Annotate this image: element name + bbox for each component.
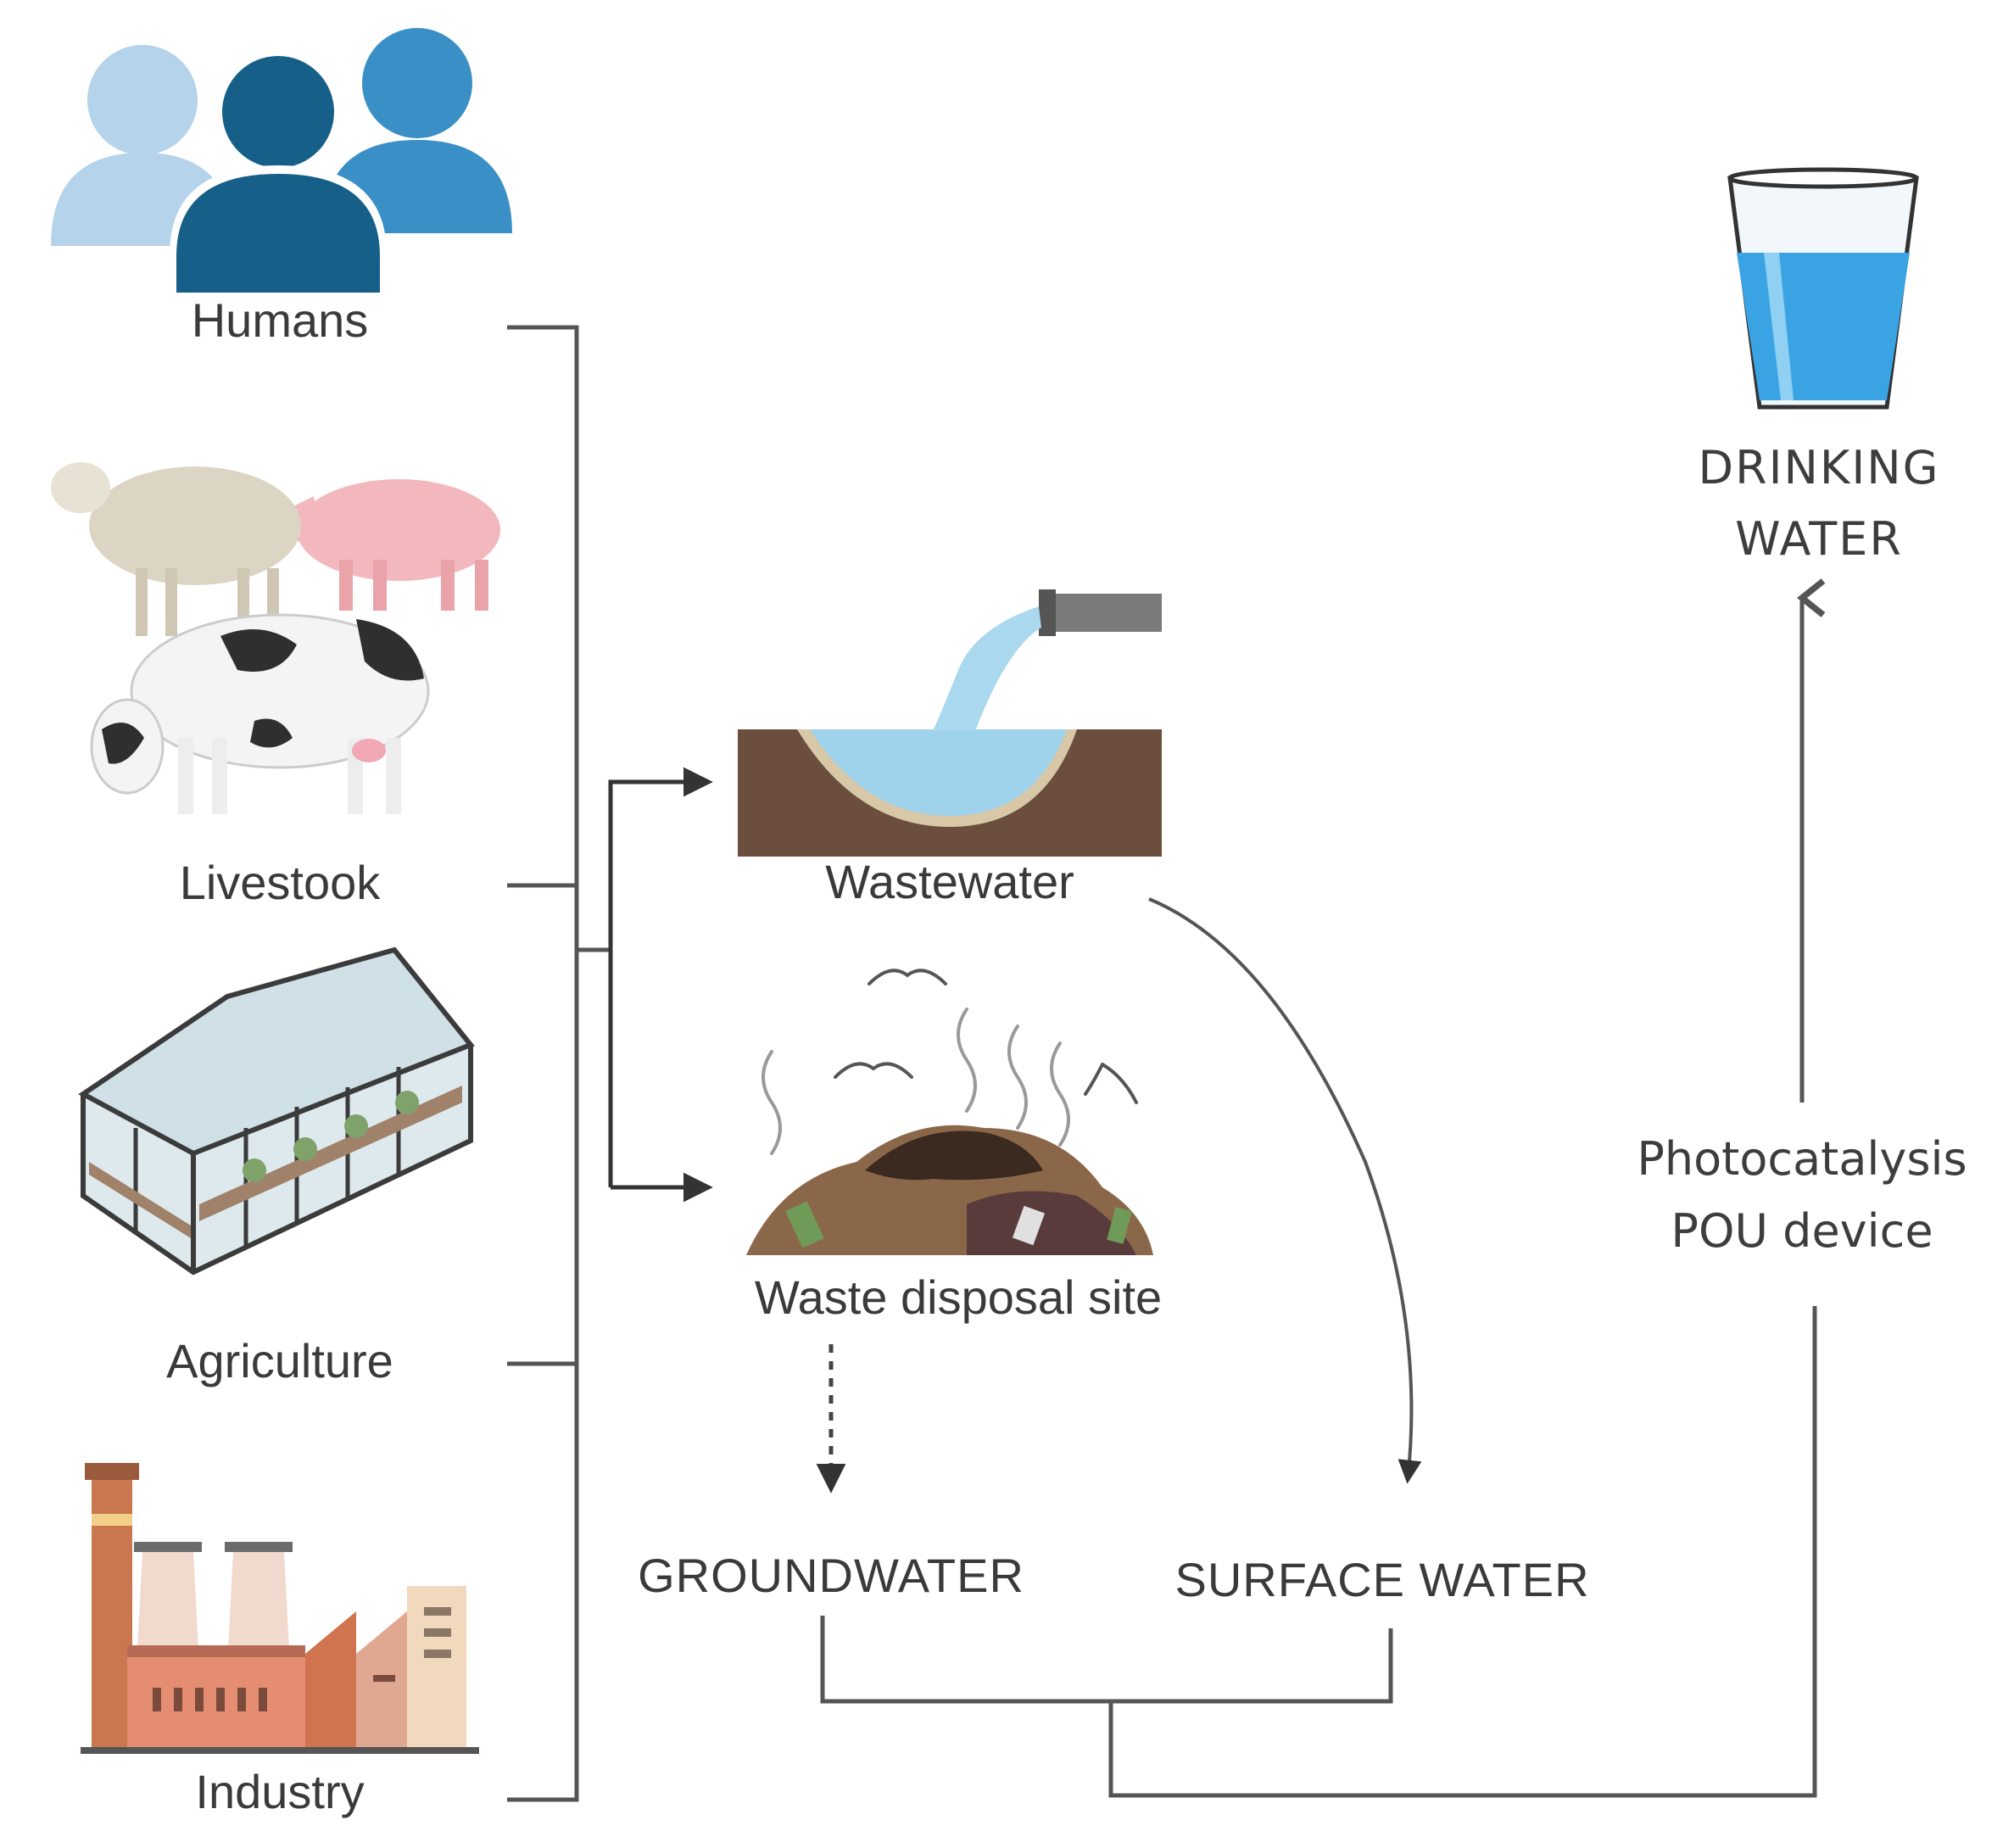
waste-site-label: Waste disposal site: [754, 1270, 1163, 1324]
wastewater-label: Wastewater: [825, 855, 1074, 908]
agriculture-label: Agriculture: [166, 1334, 393, 1387]
merge-bracket: [820, 1306, 1817, 1798]
humans-label: Humans: [191, 293, 369, 347]
waste-site-icon: [746, 969, 1153, 1255]
industry-label: Industry: [195, 1765, 365, 1818]
drinking-water-label-line1: DRINKING: [1698, 441, 1940, 494]
branch-arrows: [608, 767, 713, 1203]
treatment-label-line1: Photocatalysis: [1637, 1132, 1967, 1186]
groundwater-label: GROUNDWATER: [638, 1549, 1024, 1602]
livestock-icon: [51, 462, 500, 814]
surface-water-label: SURFACE WATER: [1174, 1553, 1590, 1606]
wastewater-icon: [738, 589, 1162, 857]
livestock-label: Livestook: [179, 856, 381, 909]
humans-icon: [51, 28, 512, 293]
greenhouse-icon: [78, 946, 475, 1276]
runoff-arrow: [1148, 897, 1422, 1484]
source-bracket: [507, 325, 611, 1802]
water-glass-icon: [1727, 167, 1919, 410]
treatment-label-line2: POU device: [1671, 1204, 1933, 1258]
factory-icon: [81, 1463, 479, 1754]
drinking-water-label-line2: WATER: [1735, 512, 1903, 566]
